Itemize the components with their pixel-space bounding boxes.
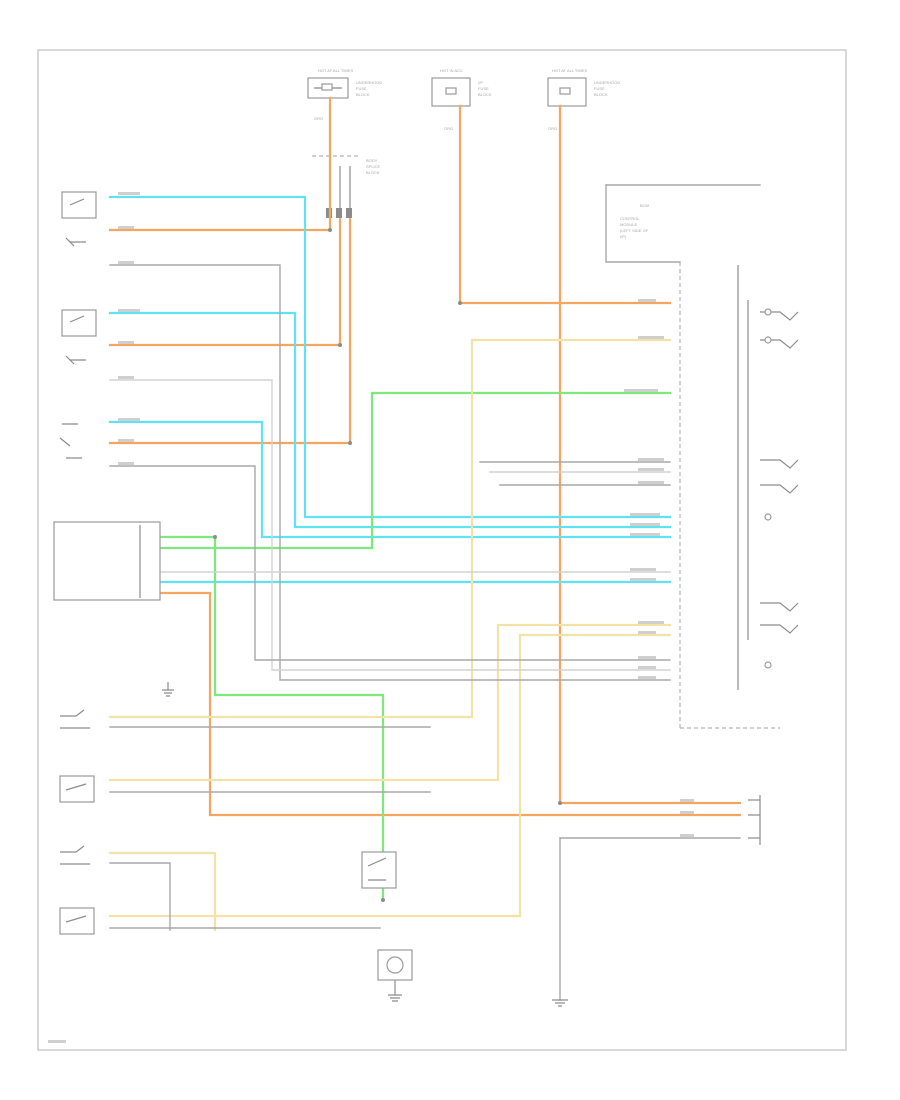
svg-text:BLOCK: BLOCK <box>366 170 380 175</box>
svg-text:ORG: ORG <box>314 116 323 121</box>
front-passenger-lock-actuator <box>59 775 95 803</box>
svg-text:HOT AT ALL TIMES: HOT AT ALL TIMES <box>552 68 587 73</box>
diagram-frame <box>37 49 847 1051</box>
driver-door-lock-switch <box>61 191 97 247</box>
svg-text:BLOCK: BLOCK <box>356 92 370 97</box>
module-bcm-connector: BCM CONTROL MODULE (LEFT SIDE OF I/P) <box>620 203 780 729</box>
svg-text:ORG: ORG <box>548 126 557 131</box>
svg-text:BODY: BODY <box>366 158 378 163</box>
svg-text:HOT AT ALL TIMES: HOT AT ALL TIMES <box>318 68 353 73</box>
svg-text:FUSE: FUSE <box>478 86 489 91</box>
motor-symbol <box>377 949 413 981</box>
svg-text:HOT IN ACC: HOT IN ACC <box>440 68 463 73</box>
splice-block: BODY SPLICE BLOCK <box>312 155 381 220</box>
svg-text:UNDERHOOD: UNDERHOOD <box>356 80 382 85</box>
splice-symbol <box>213 228 562 902</box>
fuse-block-right: HOT AT ALL TIMES UNDERHOOD FUSE BLOCK OR… <box>547 68 620 131</box>
svg-text:BCM: BCM <box>640 203 649 208</box>
door-lock-actuators-right <box>737 265 799 690</box>
ground-symbol-3 <box>552 999 568 1007</box>
fuse-block-center: HOT IN ACC I/P FUSE BLOCK ORG <box>431 68 492 131</box>
svg-text:SPLICE: SPLICE <box>366 164 381 169</box>
ground-symbol-1 <box>162 682 174 697</box>
svg-text:(LEFT SIDE OF: (LEFT SIDE OF <box>620 228 649 233</box>
remote-lock-switch <box>59 423 82 459</box>
svg-text:BLOCK: BLOCK <box>478 92 492 97</box>
svg-text:ORG: ORG <box>444 126 453 131</box>
remote-control-module <box>748 795 761 845</box>
svg-text:BLOCK: BLOCK <box>594 92 608 97</box>
svg-text:FUSE: FUSE <box>356 86 367 91</box>
wire-color-labels <box>48 192 694 1043</box>
door-ajar-switch <box>361 851 397 889</box>
svg-text:CONTROL: CONTROL <box>620 216 640 221</box>
fuse-block-left: HOT AT ALL TIMES UNDERHOOD FUSE BLOCK OR… <box>307 68 382 121</box>
pass-door-lock-switch <box>61 309 97 365</box>
body-control-module-left <box>53 521 161 601</box>
svg-text:I/P): I/P) <box>620 234 627 239</box>
right-rear-lock-actuator <box>59 907 95 935</box>
left-rear-lock-actuator <box>60 845 90 865</box>
svg-text:UNDERHOOD: UNDERHOOD <box>594 80 620 85</box>
svg-text:FUSE: FUSE <box>594 86 605 91</box>
svg-text:I/P: I/P <box>478 80 483 85</box>
svg-text:MODULE: MODULE <box>620 222 637 227</box>
driver-door-lock-actuator <box>60 709 90 729</box>
ground-symbol-2 <box>388 980 402 1002</box>
